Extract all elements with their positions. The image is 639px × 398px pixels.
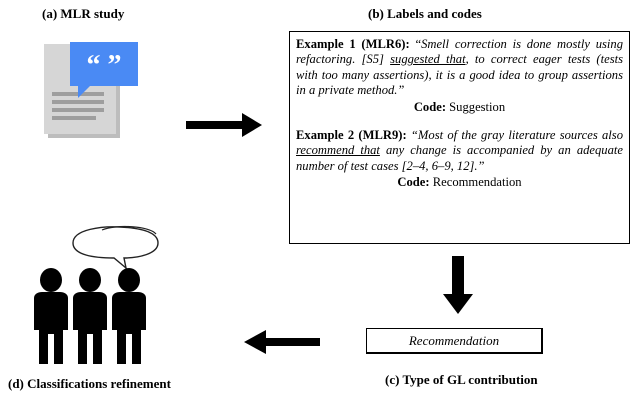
example-2-code: Code: Recommendation — [296, 175, 623, 190]
example-2-quote-underlined: recommend that — [296, 143, 380, 158]
code-label: Code: — [413, 99, 447, 114]
quote-glyph: “ ” — [87, 50, 122, 81]
caption-gl-contribution: (c) Type of GL contribution — [385, 372, 538, 387]
example-1-label: Example 1 (MLR6): — [296, 37, 410, 51]
people-group-icon — [34, 268, 146, 364]
contribution-type-box: Recommendation — [366, 328, 543, 354]
caption-classifications-refinement: (d) Classifications refinement — [8, 376, 171, 391]
arrow-down-icon — [443, 256, 473, 314]
code-label: Code: — [397, 175, 430, 190]
example-2-label: Example 2 (MLR9): — [296, 128, 407, 143]
contribution-type-label: Recommendation — [408, 332, 500, 348]
example-2: Example 2 (MLR9): “Most of the gray lite… — [296, 128, 623, 191]
caption-mlr-study: (a) MLR study — [42, 6, 125, 21]
caption-labels-codes: (b) Labels and codes — [368, 6, 482, 21]
example-1-quote-underlined: suggested that — [390, 52, 466, 67]
example-2-quote-part2: any change is accompanied by an adequate… — [296, 143, 623, 173]
example-1-quote-open: “ — [415, 37, 422, 51]
code-value: Suggestion — [449, 99, 506, 114]
example-1-quote-part2: , to correct eager tests (tests with too… — [296, 52, 623, 98]
arrow-left-icon — [244, 330, 320, 354]
labels-codes-box: Example 1 (MLR6): “Smell correction is d… — [289, 31, 630, 244]
code-value: Recommendation — [432, 175, 522, 190]
speech-bubbles-icon — [72, 225, 159, 270]
example-1-quote-part1: Smell correction is done mostly using re… — [296, 37, 623, 67]
example-1: Example 1 (MLR6): “Smell correction is d… — [296, 37, 623, 115]
document-quote-icon: “ ” — [44, 42, 138, 138]
example-1-code: Code: Suggestion — [296, 100, 623, 115]
arrow-right-icon — [186, 113, 262, 137]
example-2-quote-part1: “Most of the gray literature sources als… — [410, 128, 623, 143]
